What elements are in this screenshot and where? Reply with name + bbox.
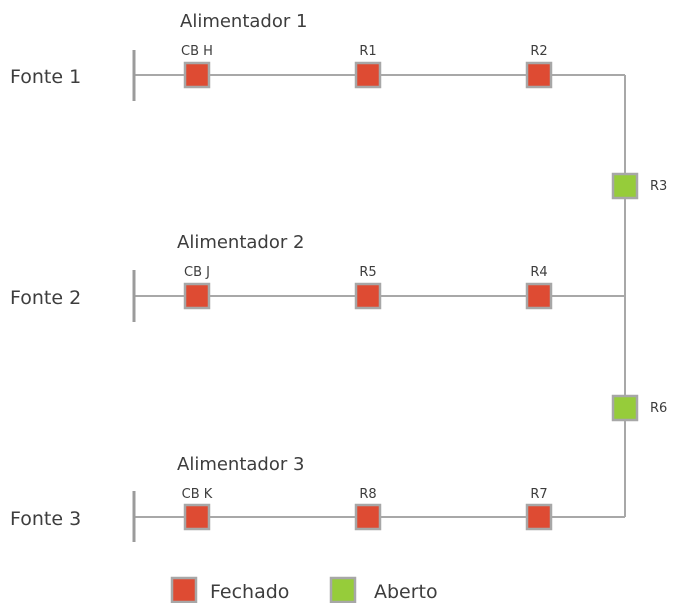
feeder-label-2: Alimentador 2 [177,232,304,253]
source-label-3: Fonte 3 [10,508,81,530]
switch-label-r1: R1 [359,44,376,59]
switch-r5[interactable] [354,282,382,310]
feeder-label-1: Alimentador 1 [180,11,307,32]
switch-cb-k[interactable] [183,503,211,531]
legend-closed-label: Fechado [210,581,289,603]
legend-open-label: Aberto [374,581,438,603]
switch-label-cb-h: CB H [181,44,213,59]
switch-label-cb-j: CB J [184,265,210,280]
switch-label-r6: R6 [650,401,667,416]
switch-label-r3: R3 [650,179,667,194]
switch-label-r8: R8 [359,487,376,502]
switch-r7[interactable] [525,503,553,531]
switch-label-r7: R7 [530,487,547,502]
switch-r3[interactable] [611,172,639,200]
switch-label-cb-k: CB K [182,487,213,502]
source-label-2: Fonte 2 [10,287,81,309]
switches [183,61,639,531]
switch-cb-h[interactable] [183,61,211,89]
switch-cb-j[interactable] [183,282,211,310]
switch-labels: CB H R1 R2 R3 CB J R5 R4 R6 CB K R8 R7 [181,44,667,502]
legend-closed-swatch [170,576,198,603]
switch-r2[interactable] [525,61,553,89]
switch-r8[interactable] [354,503,382,531]
switch-r6[interactable] [611,394,639,422]
legend: Fechado Aberto [170,576,438,603]
switch-label-r4: R4 [530,265,547,280]
switch-label-r2: R2 [530,44,547,59]
source-label-1: Fonte 1 [10,66,81,88]
legend-open-swatch [329,576,357,603]
switch-r1[interactable] [354,61,382,89]
switch-label-r5: R5 [359,265,376,280]
feeder-label-3: Alimentador 3 [177,454,304,475]
switch-r4[interactable] [525,282,553,310]
